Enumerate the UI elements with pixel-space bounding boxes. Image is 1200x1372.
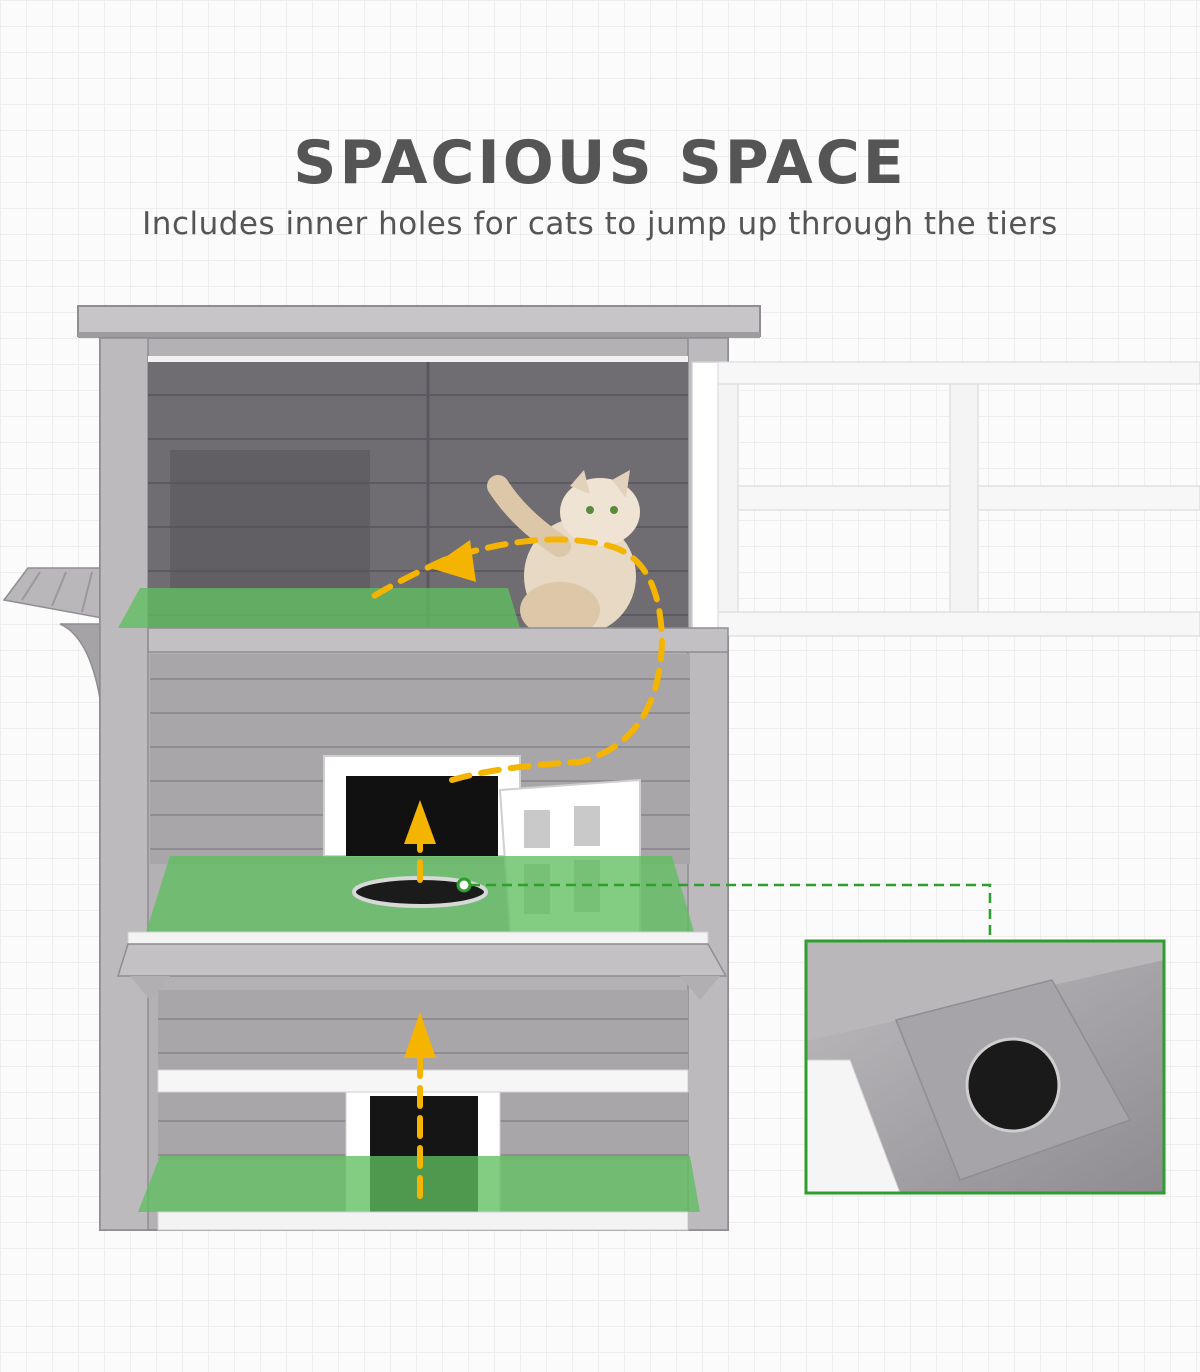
headline-subtitle: Includes inner holes for cats to jump up… [142, 206, 1058, 242]
base-rail [157, 1211, 689, 1231]
hole-detail-inset [804, 939, 1166, 1195]
callout-connector [456, 877, 992, 940]
headline-title: SPACIOUS SPACE [293, 128, 907, 198]
middle-ledge [116, 931, 728, 1000]
arrow-heads [404, 540, 476, 1058]
roof [77, 305, 761, 338]
top-floor-highlight [118, 588, 520, 628]
open-door-railing [691, 361, 1200, 637]
